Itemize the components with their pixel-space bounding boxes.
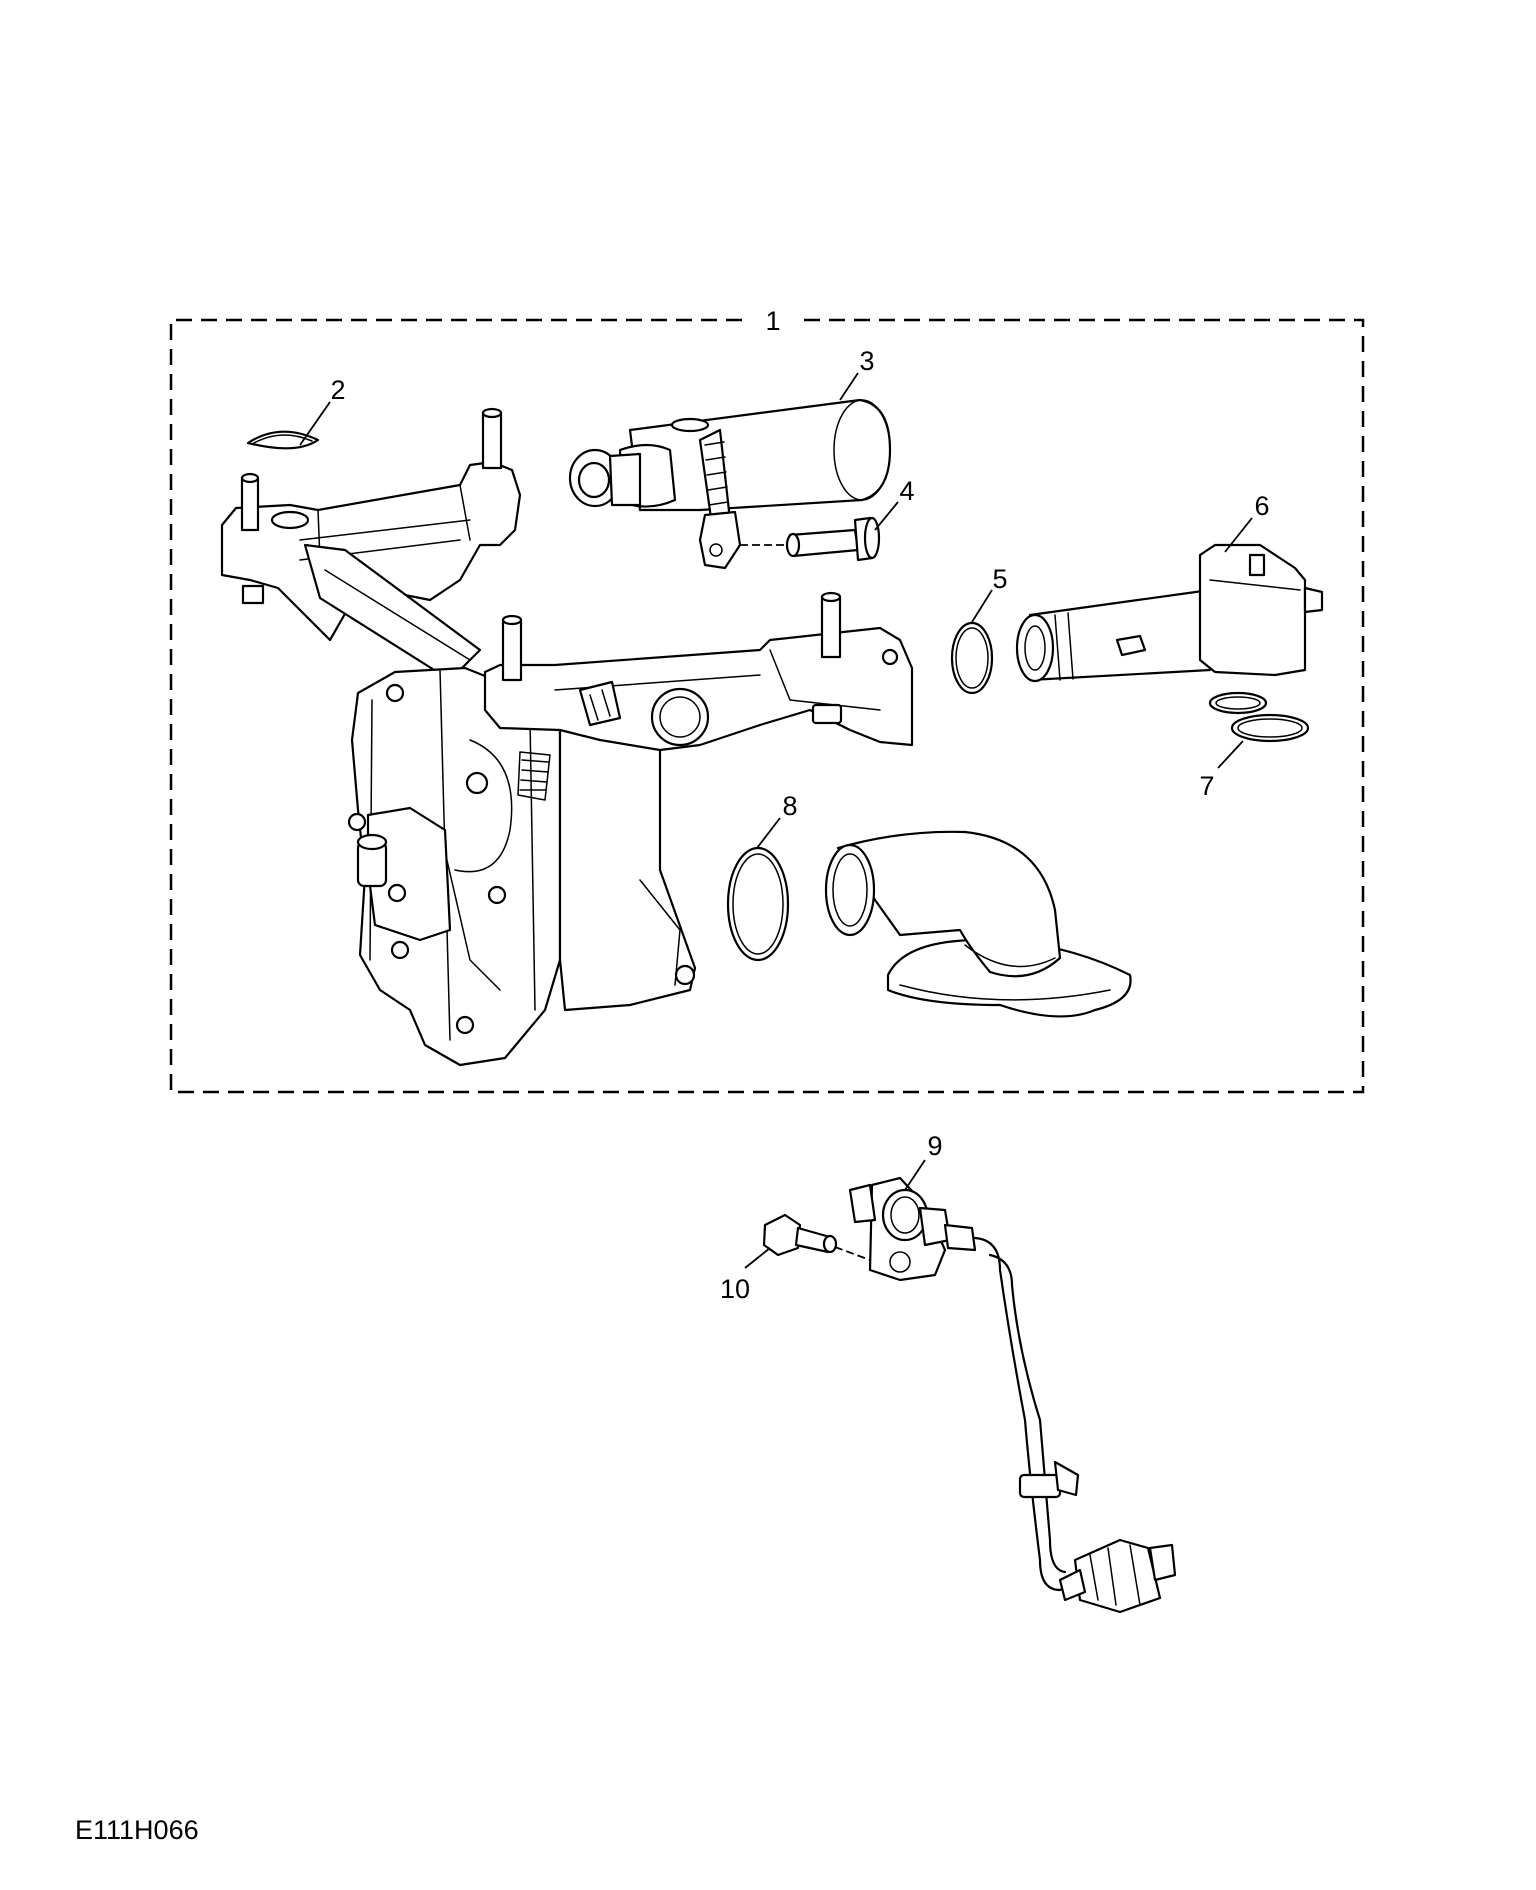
leader-lines (299, 372, 1253, 1269)
callout-10: 10 (720, 1274, 750, 1304)
callout-1: 1 (765, 306, 780, 336)
callout-4: 4 (899, 476, 914, 506)
part-sensor-harness-9 (848, 1176, 1177, 1614)
part-gasket-8 (726, 846, 790, 962)
assembly-boundary (169, 318, 1365, 1094)
part-pickup-tube-6 (1015, 543, 1324, 683)
callout-5: 5 (992, 564, 1007, 594)
callout-8: 8 (782, 791, 797, 821)
part-bolt-4 (740, 516, 881, 562)
part-oil-pump-assembly (220, 407, 914, 1067)
part-oil-strainer (824, 830, 1132, 1018)
part-o-ring-2 (246, 430, 320, 450)
callout-2: 2 (330, 375, 345, 405)
part-o-ring-5 (950, 621, 994, 695)
callout-7: 7 (1199, 771, 1214, 801)
callout-9: 9 (927, 1131, 942, 1161)
callout-6: 6 (1254, 491, 1269, 521)
part-bolt-10 (762, 1213, 871, 1261)
reference-code: E111H066 (75, 1815, 199, 1845)
callout-3: 3 (859, 346, 874, 376)
part-solenoid-3 (568, 398, 892, 570)
part-o-rings-7 (1208, 691, 1310, 743)
